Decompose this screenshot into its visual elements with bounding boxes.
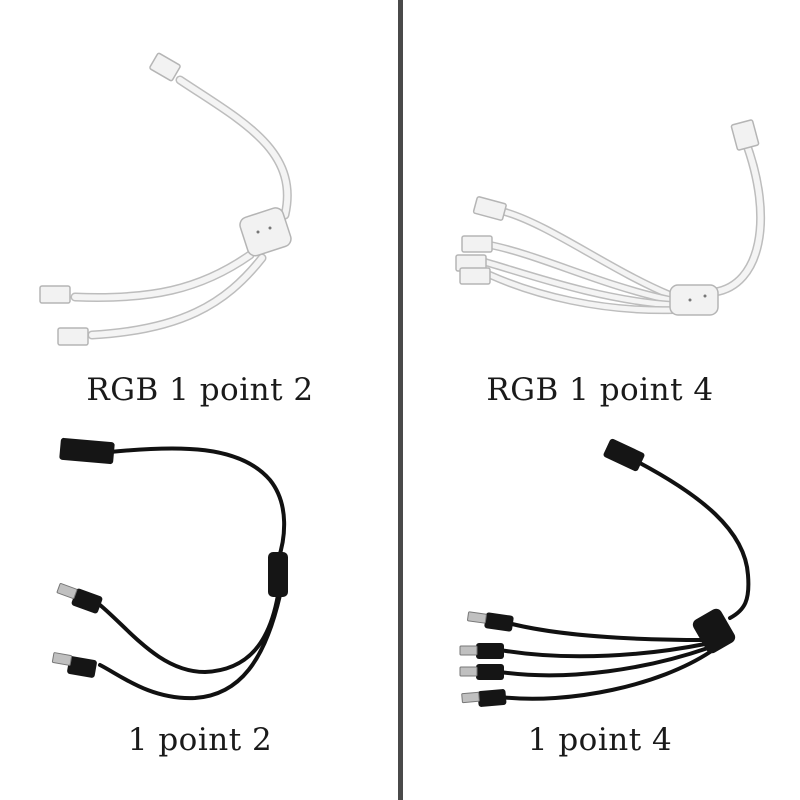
- panel-rgb-1-point-2: RGB 1 point 2: [0, 0, 400, 408]
- panel-rgb-1-point-4: RGB 1 point 4: [400, 0, 800, 408]
- caption-1-point-2: 1 point 2: [127, 722, 273, 758]
- panel-1-point-4: 1 point 4: [400, 400, 800, 800]
- dc-splitter-4-image: [459, 438, 751, 707]
- caption-rgb-1-point-2: RGB 1 point 2: [86, 372, 314, 408]
- caption-1-point-4: 1 point 4: [527, 722, 673, 758]
- panel-1-point-2: 1 point 2: [0, 400, 400, 800]
- panel-divider: [398, 0, 403, 800]
- dc-splitter-2-image: [51, 437, 288, 701]
- caption-rgb-1-point-4: RGB 1 point 4: [486, 372, 714, 408]
- rgb-splitter-2-image: [39, 52, 292, 346]
- rgb-splitter-4-image: [455, 119, 766, 316]
